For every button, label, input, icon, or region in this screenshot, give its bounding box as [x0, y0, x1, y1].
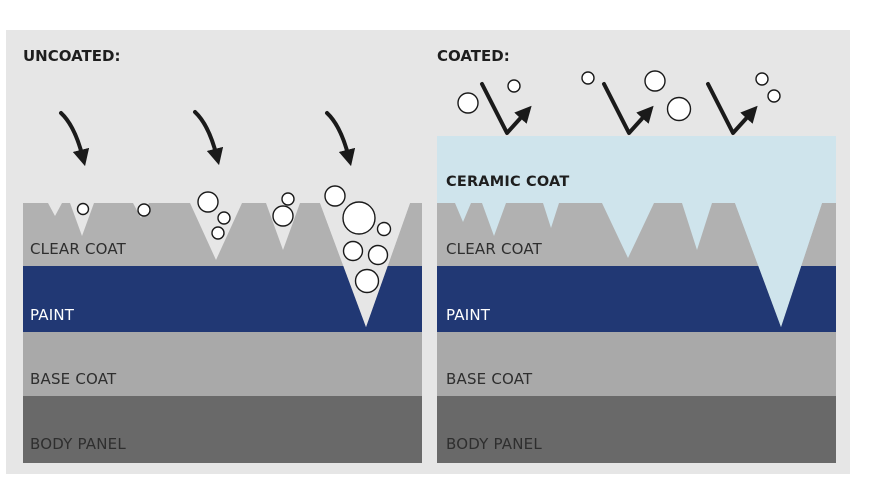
- contaminant-particle: [581, 71, 595, 85]
- contaminant-particle: [342, 201, 376, 235]
- base-coat-layer: [23, 332, 422, 396]
- impact-arrow: [59, 111, 90, 167]
- base-coat-layer: [437, 332, 836, 396]
- ceramic-filled-pit: [735, 203, 822, 327]
- repelled-particles: [457, 70, 781, 122]
- contaminant-particle: [457, 92, 479, 114]
- coated-panel: [437, 70, 836, 463]
- coated-title: COATED:: [437, 47, 510, 65]
- contaminant-particle: [197, 191, 219, 213]
- deflected-arrow: [706, 82, 758, 135]
- contaminant-particle: [767, 89, 781, 103]
- contaminant-particles: [76, 185, 392, 294]
- contaminant-particle: [376, 221, 392, 237]
- contaminant-particle: [666, 96, 692, 122]
- clear-coat-label: CLEAR COAT: [30, 240, 127, 258]
- uncoated-title: UNCOATED:: [23, 47, 121, 65]
- contaminant-particle: [217, 211, 231, 225]
- contaminant-particle: [76, 202, 90, 216]
- contaminant-particle: [507, 79, 521, 93]
- clear-coat-layer: [437, 203, 836, 327]
- body-panel-label: BODY PANEL: [30, 435, 126, 453]
- contaminant-particle: [211, 226, 225, 240]
- contaminant-particle: [272, 205, 294, 227]
- impact-arrow: [325, 111, 356, 167]
- deflected-arrows: [480, 82, 758, 135]
- base-coat-label: BASE COAT: [30, 370, 117, 388]
- contaminant-particle: [137, 203, 151, 217]
- ceramic-coat-label: CERAMIC COAT: [446, 174, 570, 190]
- uncoated-panel: [23, 110, 422, 463]
- body-panel-layer: [23, 396, 422, 463]
- clear-coat-label: CLEAR COAT: [446, 240, 543, 258]
- body-panel-layer: [437, 396, 836, 463]
- paint-label: PAINT: [446, 306, 491, 324]
- impact-arrow: [193, 110, 224, 166]
- clear-coat-layer: [23, 203, 422, 327]
- impact-arrows: [59, 110, 356, 167]
- contaminant-particle: [324, 185, 346, 207]
- base-coat-label: BASE COAT: [446, 370, 533, 388]
- deflected-arrow: [602, 82, 654, 135]
- contaminant-particle: [755, 72, 769, 86]
- deflected-arrow: [480, 82, 532, 135]
- contaminant-particle: [644, 70, 666, 92]
- contaminant-particle: [367, 244, 389, 266]
- body-panel-label: BODY PANEL: [446, 435, 542, 453]
- contaminant-particle: [342, 240, 364, 262]
- paint-label: PAINT: [30, 306, 75, 324]
- contaminant-particle: [354, 268, 380, 294]
- contaminant-particle: [281, 192, 295, 206]
